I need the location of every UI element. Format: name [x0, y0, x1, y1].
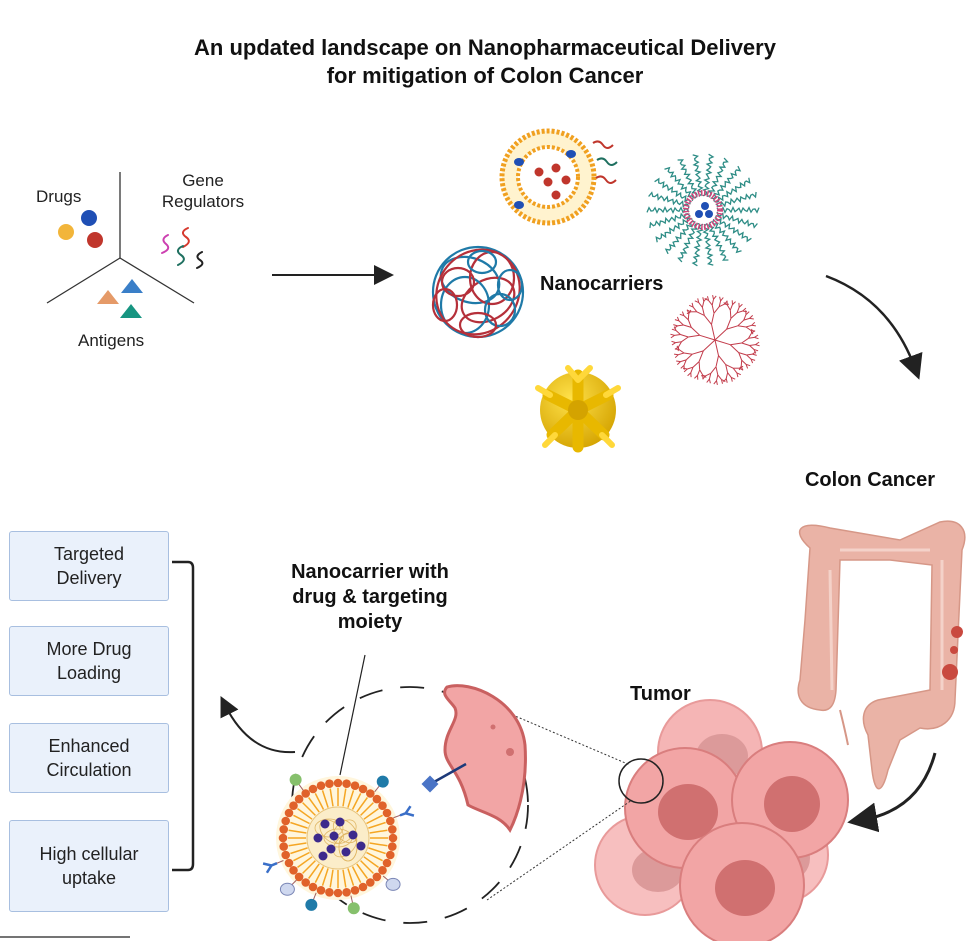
metallic-nanostructure-icon — [535, 365, 621, 453]
gene-regulators-label: Gene Regulators — [148, 170, 258, 212]
polymeric-nanoparticle-icon — [428, 242, 528, 342]
liposome-icon — [499, 128, 618, 226]
cell-membrane-fragment — [443, 684, 527, 833]
receptor-icon — [421, 762, 467, 793]
benefit-line-1: Enhanced — [48, 736, 130, 756]
tumor-label: Tumor — [630, 683, 691, 705]
gene-regulators-line-1: Gene — [182, 171, 224, 190]
title-line-1: An updated landscape on Nanopharmaceutic… — [194, 35, 776, 60]
nanocarrier-detail-line-2: drug & targeting — [292, 586, 448, 608]
benefit-line-2: uptake — [61, 868, 117, 888]
arrow-to-benefits — [220, 696, 296, 754]
benefit-line-1: Targeted — [53, 544, 125, 564]
figure-title: An updated landscape on Nanopharmaceutic… — [0, 34, 970, 90]
benefit-line-2: Circulation — [46, 760, 132, 780]
micelle-icon — [646, 153, 760, 267]
arrow-to-tumor — [847, 752, 937, 833]
antigens-label: Antigens — [78, 331, 145, 350]
zoom-lines — [486, 706, 633, 901]
nanocarrier-detail-line-3: moiety — [337, 611, 403, 633]
dendrimer-icon — [670, 294, 760, 386]
zoom-circle — [618, 758, 664, 804]
gene-regulators-line-2: Regulators — [161, 192, 245, 211]
nanocarrier-detail-line-1: Nanocarrier with — [291, 561, 449, 583]
payload-divider — [46, 172, 195, 304]
antigens-icon — [97, 279, 143, 318]
benefit-line-1: More Drug — [46, 639, 132, 659]
benefit-line-2: Loading — [56, 663, 122, 683]
tumor-icon — [594, 699, 849, 941]
nanocarriers-label: Nanocarriers — [540, 273, 664, 295]
benefit-line-1: High cellular — [39, 844, 139, 864]
drugs-icon — [58, 210, 103, 248]
magnified-view-circle — [291, 686, 529, 924]
benefit-high-cellular-uptake: High cellular uptake — [9, 820, 169, 912]
benefit-line-2: Delivery — [56, 568, 122, 588]
benefits-bracket — [172, 560, 195, 872]
drugs-label: Drugs — [36, 187, 82, 206]
nanocarrier-detail-label: Nanocarrier with drug & targeting moiety — [255, 560, 485, 635]
gene-regulators-icon — [161, 227, 204, 269]
title-line-2: for mitigation of Colon Cancer — [326, 63, 644, 88]
label-pointer — [339, 654, 366, 776]
targeted-nanocarrier-icon — [262, 773, 415, 915]
colon-icon — [797, 520, 966, 790]
colon-cancer-label: Colon Cancer — [804, 469, 936, 491]
arrow-to-colon — [825, 274, 923, 380]
